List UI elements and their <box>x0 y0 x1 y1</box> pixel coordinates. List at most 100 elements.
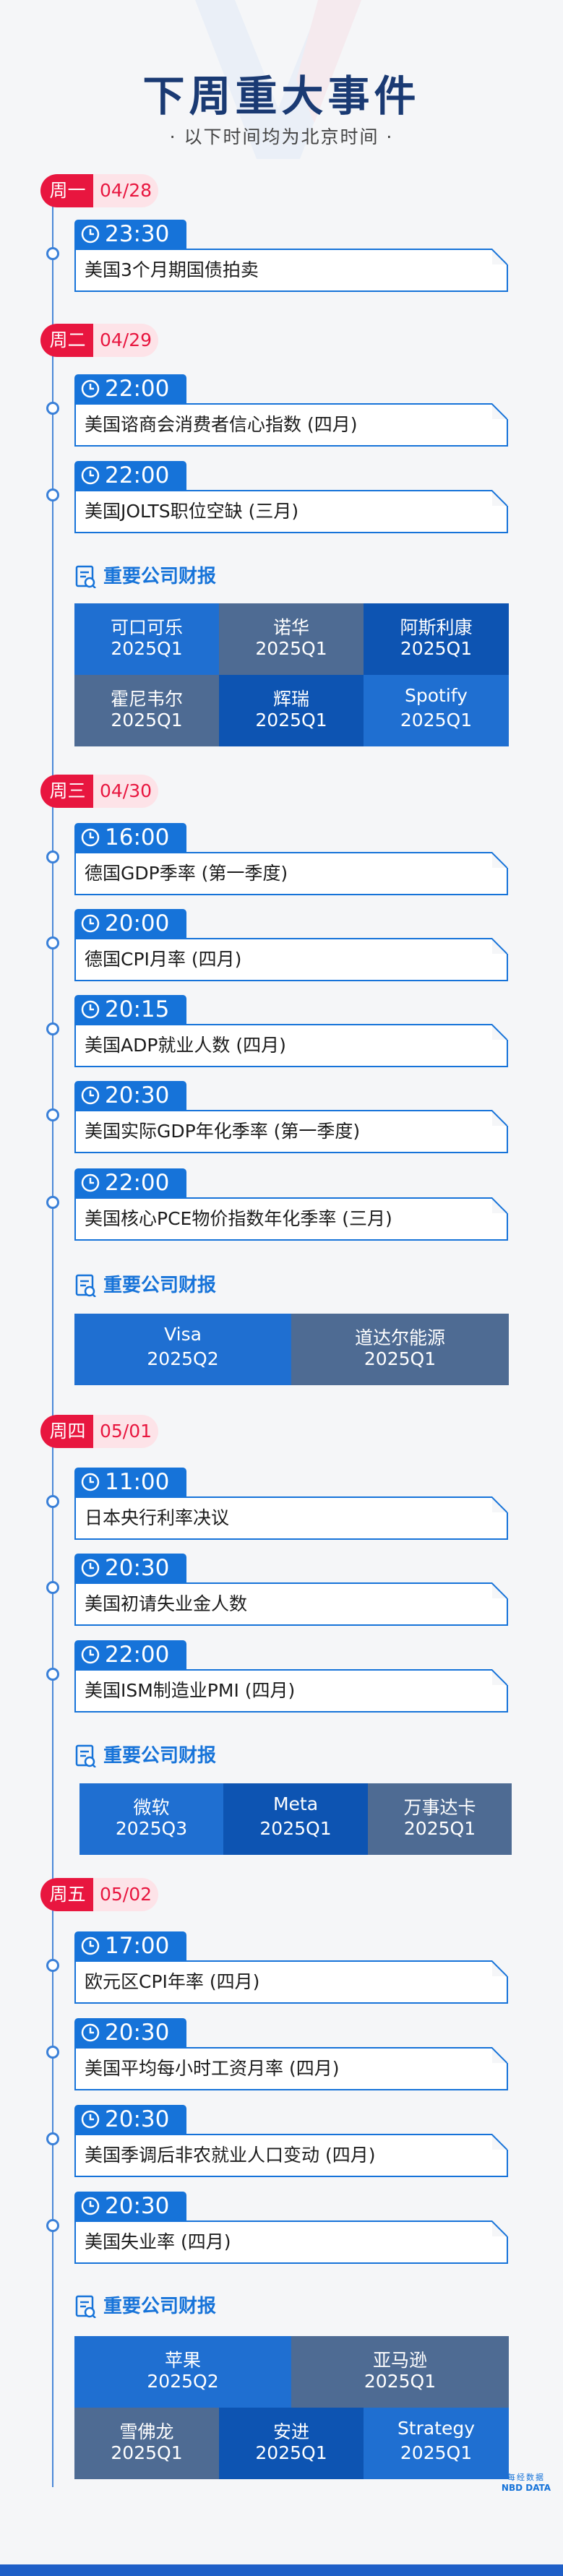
day-date: 04/28 <box>93 174 158 207</box>
event-time: 22:00 <box>105 462 170 488</box>
company-cell: 万事达卡 2025Q1 <box>368 1783 512 1855</box>
timeline-dot <box>46 2046 59 2059</box>
company-quarter: 2025Q1 <box>400 710 473 731</box>
timeline-dot <box>46 1668 59 1681</box>
company-quarter: 2025Q1 <box>111 2442 183 2463</box>
clock-icon <box>81 1937 100 1955</box>
company-quarter: 2025Q2 <box>147 1348 219 1369</box>
financials-title-text: 重要公司财报 <box>103 566 217 587</box>
event-item: 22:00 美国核心PCE物价指数年化季率 (三月) <box>46 1168 523 1241</box>
clock-icon <box>81 1173 100 1192</box>
day-date: 04/29 <box>93 324 158 357</box>
event-text: 美国JOLTS职位空缺 (三月) <box>85 501 299 522</box>
page-title: 下周重大事件 <box>142 72 421 121</box>
watermark-logo-icon <box>195 0 361 159</box>
event-box: 美国JOLTS职位空缺 (三月) <box>74 490 508 533</box>
day-date: 04/30 <box>93 775 158 808</box>
company-name: Visa <box>164 1324 202 1345</box>
company-quarter: 2025Q1 <box>400 638 473 659</box>
day-label: 周四 <box>40 1415 95 1448</box>
timeline-dot <box>46 1495 59 1508</box>
company-grid: Visa 2025Q2 道达尔能源 2025Q1 <box>74 1314 509 1385</box>
day-date: 05/02 <box>93 1878 158 1911</box>
event-time: 20:30 <box>105 1082 170 1108</box>
company-name: Strategy <box>397 2418 476 2439</box>
company-quarter: 2025Q1 <box>364 2371 437 2392</box>
time-tag: 17:00 <box>74 1931 186 1960</box>
time-tag: 22:00 <box>74 1640 186 1669</box>
report-icon <box>75 1744 96 1767</box>
company-cell: 亚马逊 2025Q1 <box>291 2336 509 2408</box>
report-icon <box>75 2295 96 2318</box>
event-box: 美国ISM制造业PMI (四月) <box>74 1669 508 1713</box>
page-header: 下周重大事件 · 以下时间均为北京时间 · <box>0 0 563 166</box>
event-time: 20:30 <box>105 2106 170 2132</box>
event-text: 美国初请失业金人数 <box>85 1593 248 1614</box>
event-text: 欧元区CPI年率 (四月) <box>85 1971 260 1992</box>
company-cell: 阿斯利康 2025Q1 <box>364 603 509 675</box>
event-time: 20:30 <box>105 2020 170 2046</box>
event-item: 20:15 美国ADP就业人数 (四月) <box>46 995 523 1067</box>
day-label: 周三 <box>40 775 95 808</box>
page-subtitle: · 以下时间均为北京时间 · <box>169 126 394 147</box>
financials-title-text: 重要公司财报 <box>103 1275 217 1296</box>
company-quarter: 2025Q1 <box>403 1818 476 1839</box>
day-label: 周五 <box>40 1878 95 1911</box>
company-cell: Spotify 2025Q1 <box>364 675 509 746</box>
event-text: 美国谘商会消费者信心指数 (四月) <box>85 414 358 435</box>
corner-notch <box>492 249 508 264</box>
event-box: 美国核心PCE物价指数年化季率 (三月) <box>74 1197 508 1241</box>
event-box: 美国初请失业金人数 <box>74 1582 508 1626</box>
corner-notch <box>492 1110 508 1126</box>
clock-icon <box>81 379 100 398</box>
company-quarter: 2025Q3 <box>115 1818 188 1839</box>
timeline-dot <box>46 2132 59 2145</box>
clock-icon <box>81 1559 100 1577</box>
report-icon <box>75 565 96 588</box>
event-time: 22:00 <box>105 1642 170 1668</box>
event-box: 德国CPI月率 (四月) <box>74 938 508 981</box>
corner-notch <box>492 2220 508 2236</box>
time-tag: 20:00 <box>74 909 186 938</box>
corner-notch <box>492 1582 508 1598</box>
corner-notch <box>492 1024 508 1040</box>
corner-notch <box>492 2134 508 2150</box>
timeline-dot <box>46 488 59 501</box>
company-quarter: 2025Q1 <box>111 710 183 731</box>
company-cell: Visa 2025Q2 <box>74 1314 291 1385</box>
company-name: 可口可乐 <box>110 617 183 638</box>
time-tag: 20:30 <box>74 1081 186 1110</box>
nbd-logo: 每经数据 NBD DATA <box>497 2471 555 2500</box>
event-time: 22:00 <box>105 1170 170 1196</box>
event-item: 22:00 美国ISM制造业PMI (四月) <box>46 1640 523 1713</box>
company-quarter: 2025Q1 <box>259 1818 332 1839</box>
event-item: 22:00 美国谘商会消费者信心指数 (四月) <box>46 374 523 447</box>
time-tag: 22:00 <box>74 374 186 403</box>
event-box: 美国谘商会消费者信心指数 (四月) <box>74 403 508 447</box>
time-tag: 20:30 <box>74 2018 186 2047</box>
clock-icon <box>81 2110 100 2129</box>
company-name: 亚马逊 <box>372 2350 427 2371</box>
time-tag: 11:00 <box>74 1468 186 1496</box>
company-cell: 可口可乐 2025Q1 <box>74 603 219 675</box>
company-name: 道达尔能源 <box>354 1327 445 1348</box>
footer-logo-cn: 每经数据 <box>507 2473 545 2482</box>
clock-icon <box>81 225 100 244</box>
timeline-dot <box>46 1196 59 1209</box>
event-time: 16:00 <box>105 824 170 850</box>
corner-notch <box>492 938 508 954</box>
corner-notch <box>492 2047 508 2063</box>
timeline-line <box>52 189 53 2487</box>
company-name: 雪佛龙 <box>119 2421 174 2442</box>
time-tag: 22:00 <box>74 461 186 490</box>
timeline-dot <box>46 402 59 415</box>
timeline-dot <box>46 1108 59 1121</box>
clock-icon <box>81 1645 100 1664</box>
event-time: 22:00 <box>105 376 170 402</box>
clock-icon <box>81 2023 100 2042</box>
company-quarter: 2025Q1 <box>255 638 327 659</box>
event-text: 美国ISM制造业PMI (四月) <box>85 1680 296 1701</box>
company-cell: 霍尼韦尔 2025Q1 <box>74 675 219 746</box>
clock-icon <box>81 828 100 847</box>
event-item: 20:30 美国失业率 (四月) <box>46 2192 523 2264</box>
